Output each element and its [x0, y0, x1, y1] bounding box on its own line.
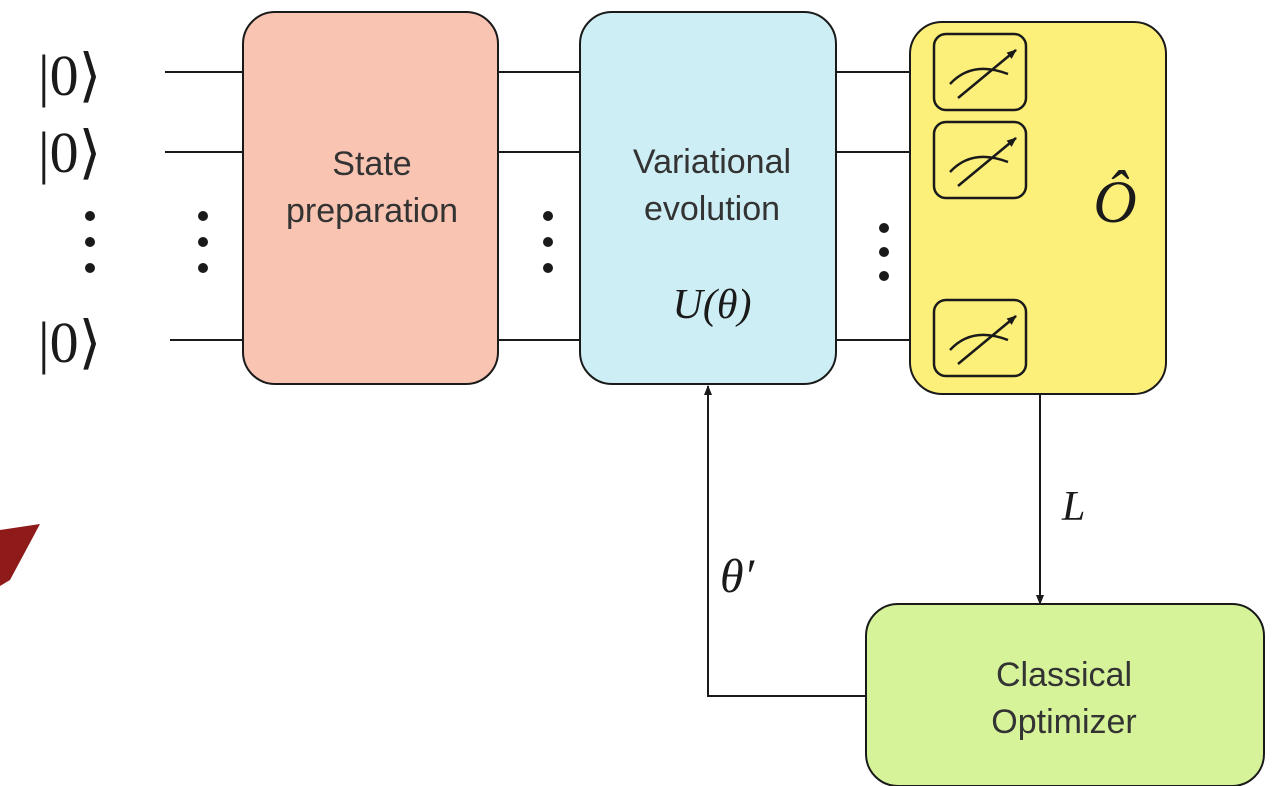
classical-optimizer-block — [865, 603, 1265, 786]
measurement-meter-icon — [932, 298, 1028, 378]
state-preparation-block — [242, 11, 499, 385]
parameter-feedback-arrow — [704, 385, 866, 697]
variational-evolution-label-line2: evolution — [644, 190, 780, 228]
parameter-label: θ′ — [720, 550, 756, 603]
corner-mark-shape — [0, 524, 40, 586]
measurement-meter-icon — [932, 120, 1028, 200]
optimizer-label-line1: Classical — [996, 656, 1132, 694]
qubit-vdots — [85, 211, 95, 273]
optimizer-label-line2: Optimizer — [991, 703, 1136, 741]
unitary-operator-symbol: U(θ) — [673, 282, 752, 328]
loss-label: L — [1061, 484, 1085, 530]
qubit-ket-n: |0⟩ — [38, 310, 101, 375]
wire-vdots-3 — [879, 223, 889, 281]
variational-evolution-block — [579, 11, 837, 385]
wire-vdots-1 — [198, 211, 208, 273]
wire-vdots-2 — [543, 211, 553, 273]
measurement-meter-icon — [932, 32, 1028, 112]
state-preparation-label-line1: State — [332, 145, 411, 183]
qubit-ket-1: |0⟩ — [38, 43, 101, 108]
state-preparation-label-line2: preparation — [286, 192, 458, 230]
observable-symbol: Ô — [1093, 169, 1136, 235]
variational-evolution-label-line1: Variational — [633, 143, 791, 181]
qubit-ket-2: |0⟩ — [38, 120, 101, 185]
